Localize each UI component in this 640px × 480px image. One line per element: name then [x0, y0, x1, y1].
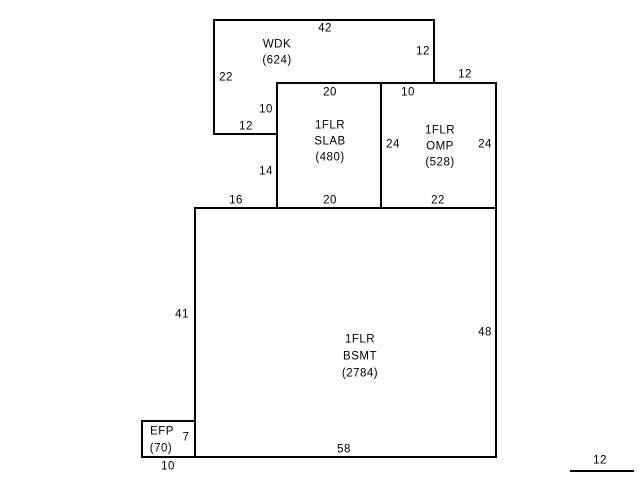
dim-wdk-left: 22 — [219, 71, 233, 84]
efp-area: (70) — [149, 442, 173, 455]
dim-wdk-bottom: 12 — [239, 120, 253, 133]
dim-wdk-inner: 10 — [259, 103, 273, 116]
dim-efp-width: 10 — [161, 460, 175, 473]
wdk-label: WDK — [262, 38, 292, 51]
dim-bsmt-left: 41 — [175, 308, 189, 321]
bsmt-level: 1FLR — [344, 333, 376, 346]
dim-wdk-right: 12 — [416, 45, 430, 58]
dim-slab-bottom: 20 — [323, 194, 337, 207]
dim-bsmt-top-left: 16 — [229, 194, 243, 207]
dim-omp-bottom: 22 — [431, 194, 445, 207]
dim-slab-top: 20 — [323, 86, 337, 99]
efp-outline — [141, 420, 195, 458]
omp-label: OMP — [426, 140, 454, 153]
dim-slab-left-lower: 14 — [259, 165, 273, 178]
wdk-area: (624) — [262, 54, 292, 67]
slab-area: (480) — [315, 151, 345, 164]
bsmt-outline — [194, 207, 497, 458]
dim-bsmt-bottom: 58 — [337, 443, 351, 456]
dim-omp-right: 24 — [478, 138, 492, 151]
dim-omp-top-left: 10 — [401, 86, 415, 99]
omp-area: (528) — [425, 156, 455, 169]
dim-bsmt-right: 48 — [478, 326, 492, 339]
bsmt-area: (2784) — [341, 367, 379, 380]
slab-level: 1FLR — [314, 119, 346, 132]
slab-label: SLAB — [314, 135, 346, 148]
dim-wdk-top: 42 — [318, 22, 332, 35]
dim-efp-height: 7 — [182, 431, 190, 444]
omp-level: 1FLR — [424, 124, 456, 137]
bsmt-label: BSMT — [343, 350, 377, 363]
wdk-outline — [213, 19, 435, 135]
scale-label: 12 — [593, 454, 607, 467]
dim-omp-top-right: 12 — [458, 68, 472, 81]
dim-omp-left: 24 — [386, 138, 400, 151]
efp-label: EFP — [150, 425, 174, 438]
